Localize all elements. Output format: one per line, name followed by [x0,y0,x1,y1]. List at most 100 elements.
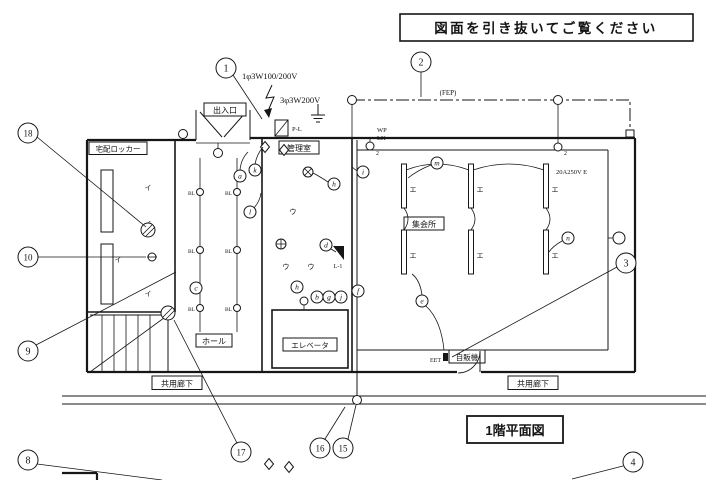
callout-8-circle [17,449,39,471]
wp-label: WP [377,127,387,134]
corridor-left-label-box [151,375,203,390]
hall-label: ホール [202,337,226,346]
lower-wall-stub [62,471,99,480]
building-walls [85,136,637,374]
lamp-symbol [178,129,188,139]
eet-device [443,353,448,361]
leader-16 [324,406,346,440]
fixture-mark-i: イ [145,291,152,298]
wiring-n [548,240,563,253]
fluorescent-fixture [543,229,549,275]
letter-f: f [357,287,360,296]
fluorescent-fixture [468,229,474,275]
stair-outline [90,314,169,372]
letter-l-circle [243,205,257,219]
elevator-shaft: エレベータ [271,309,349,369]
bl-label: BL [188,249,196,255]
service-drop-zigzag [265,84,275,112]
entrance-structure: 出入口 [178,102,251,158]
eet-label: EET [430,358,441,364]
fixture-mark-e: エ [477,253,484,260]
junction-circle [352,395,362,405]
callout-9: 9 [26,347,31,358]
door-swing [457,350,481,374]
wiring-m [407,164,432,179]
letter-h2: h [295,283,299,292]
leader-4 [571,465,624,480]
fixture-mark-u: ウ [283,263,290,271]
letter-j-circle [334,290,348,304]
fep-label: (FEP) [440,89,457,97]
wall-outlet [553,142,563,152]
elevator-label-box [282,337,338,352]
stair-diagonal [89,314,169,373]
callout-10: 10 [24,253,34,263]
corridor-edges [62,395,706,405]
ceiling-light-cross [304,168,312,176]
fixture-mark-e: エ [410,253,417,260]
circuit-letters: a k l h i d h b g j f e m n c [189,156,575,308]
letter-k: k [253,166,257,175]
letter-a-circle [233,169,247,183]
fixture-mark-e: エ [552,253,559,260]
fluorescent-fixture [543,163,549,209]
letter-f-circle [351,284,365,298]
wall-box [625,129,635,138]
letter-c-circle [189,281,203,295]
letter-a: a [238,172,242,181]
meeting-label: 集会所 [412,219,436,229]
plan-title-block: 1階平面図 [466,415,564,444]
vending-label: 自販機 [456,352,479,362]
wiring-h [312,172,329,183]
callout-leaders [35,72,624,480]
panel-label: P-L [292,126,302,133]
fixture-mark-i: イ [145,185,152,192]
office-fixtures: L-1 ウ ウ ウ [275,166,344,271]
pullbox-hatched [140,222,156,238]
letter-h2-circle [290,280,304,294]
bl-lines [199,158,238,332]
bl-downlight [196,304,204,312]
fixture-mark-u: ウ [290,208,297,216]
letter-k-circle [248,163,262,177]
pullout-note: 図面を引き抜いてご覧ください [399,13,694,42]
ground-symbol [311,104,325,123]
entrance-jambs [195,110,251,140]
leader-17 [173,319,238,444]
locker-room: イ イ イ イ [100,169,176,321]
callout-15-circle [332,437,354,459]
letter-b: b [315,293,319,302]
bl-downlight [196,246,204,254]
wiring-d [330,248,337,253]
locker-unit [100,169,114,233]
wiring-a [239,151,249,171]
leader-15 [347,404,357,440]
leader-1 [232,74,263,120]
callout-18: 18 [24,129,34,139]
letter-l: l [249,208,251,217]
callout-3: 3 [624,259,629,270]
fixture-mark-e: エ [410,187,417,194]
callout-17-circle [230,441,252,463]
fixture-mark-e: エ [477,187,484,194]
meeting-room-fixtures: エ エ エ エ エ エ [401,163,559,275]
letter-n-circle [561,231,575,245]
bl-label: BL [225,249,233,255]
l1-label: L-1 [334,264,343,270]
corridor-right-label: 共用廊下 [517,379,549,389]
bl-downlight [233,188,241,196]
callout-4: 4 [631,458,636,469]
wiring-e-to-fixture [411,273,423,296]
letter-d: d [324,241,328,250]
switch-diamond [263,457,275,471]
pullbox-hatched [160,305,176,321]
office-label: 管理室 [287,143,311,153]
letter-g: g [327,293,331,302]
hall-outlet [299,296,309,306]
letter-h-circle [327,177,341,191]
locker-label-box [88,141,148,155]
callout-4-circle [622,451,644,473]
corridor-left-label: 共用廊下 [161,379,193,389]
meeting-room-inner-outline [356,149,609,351]
